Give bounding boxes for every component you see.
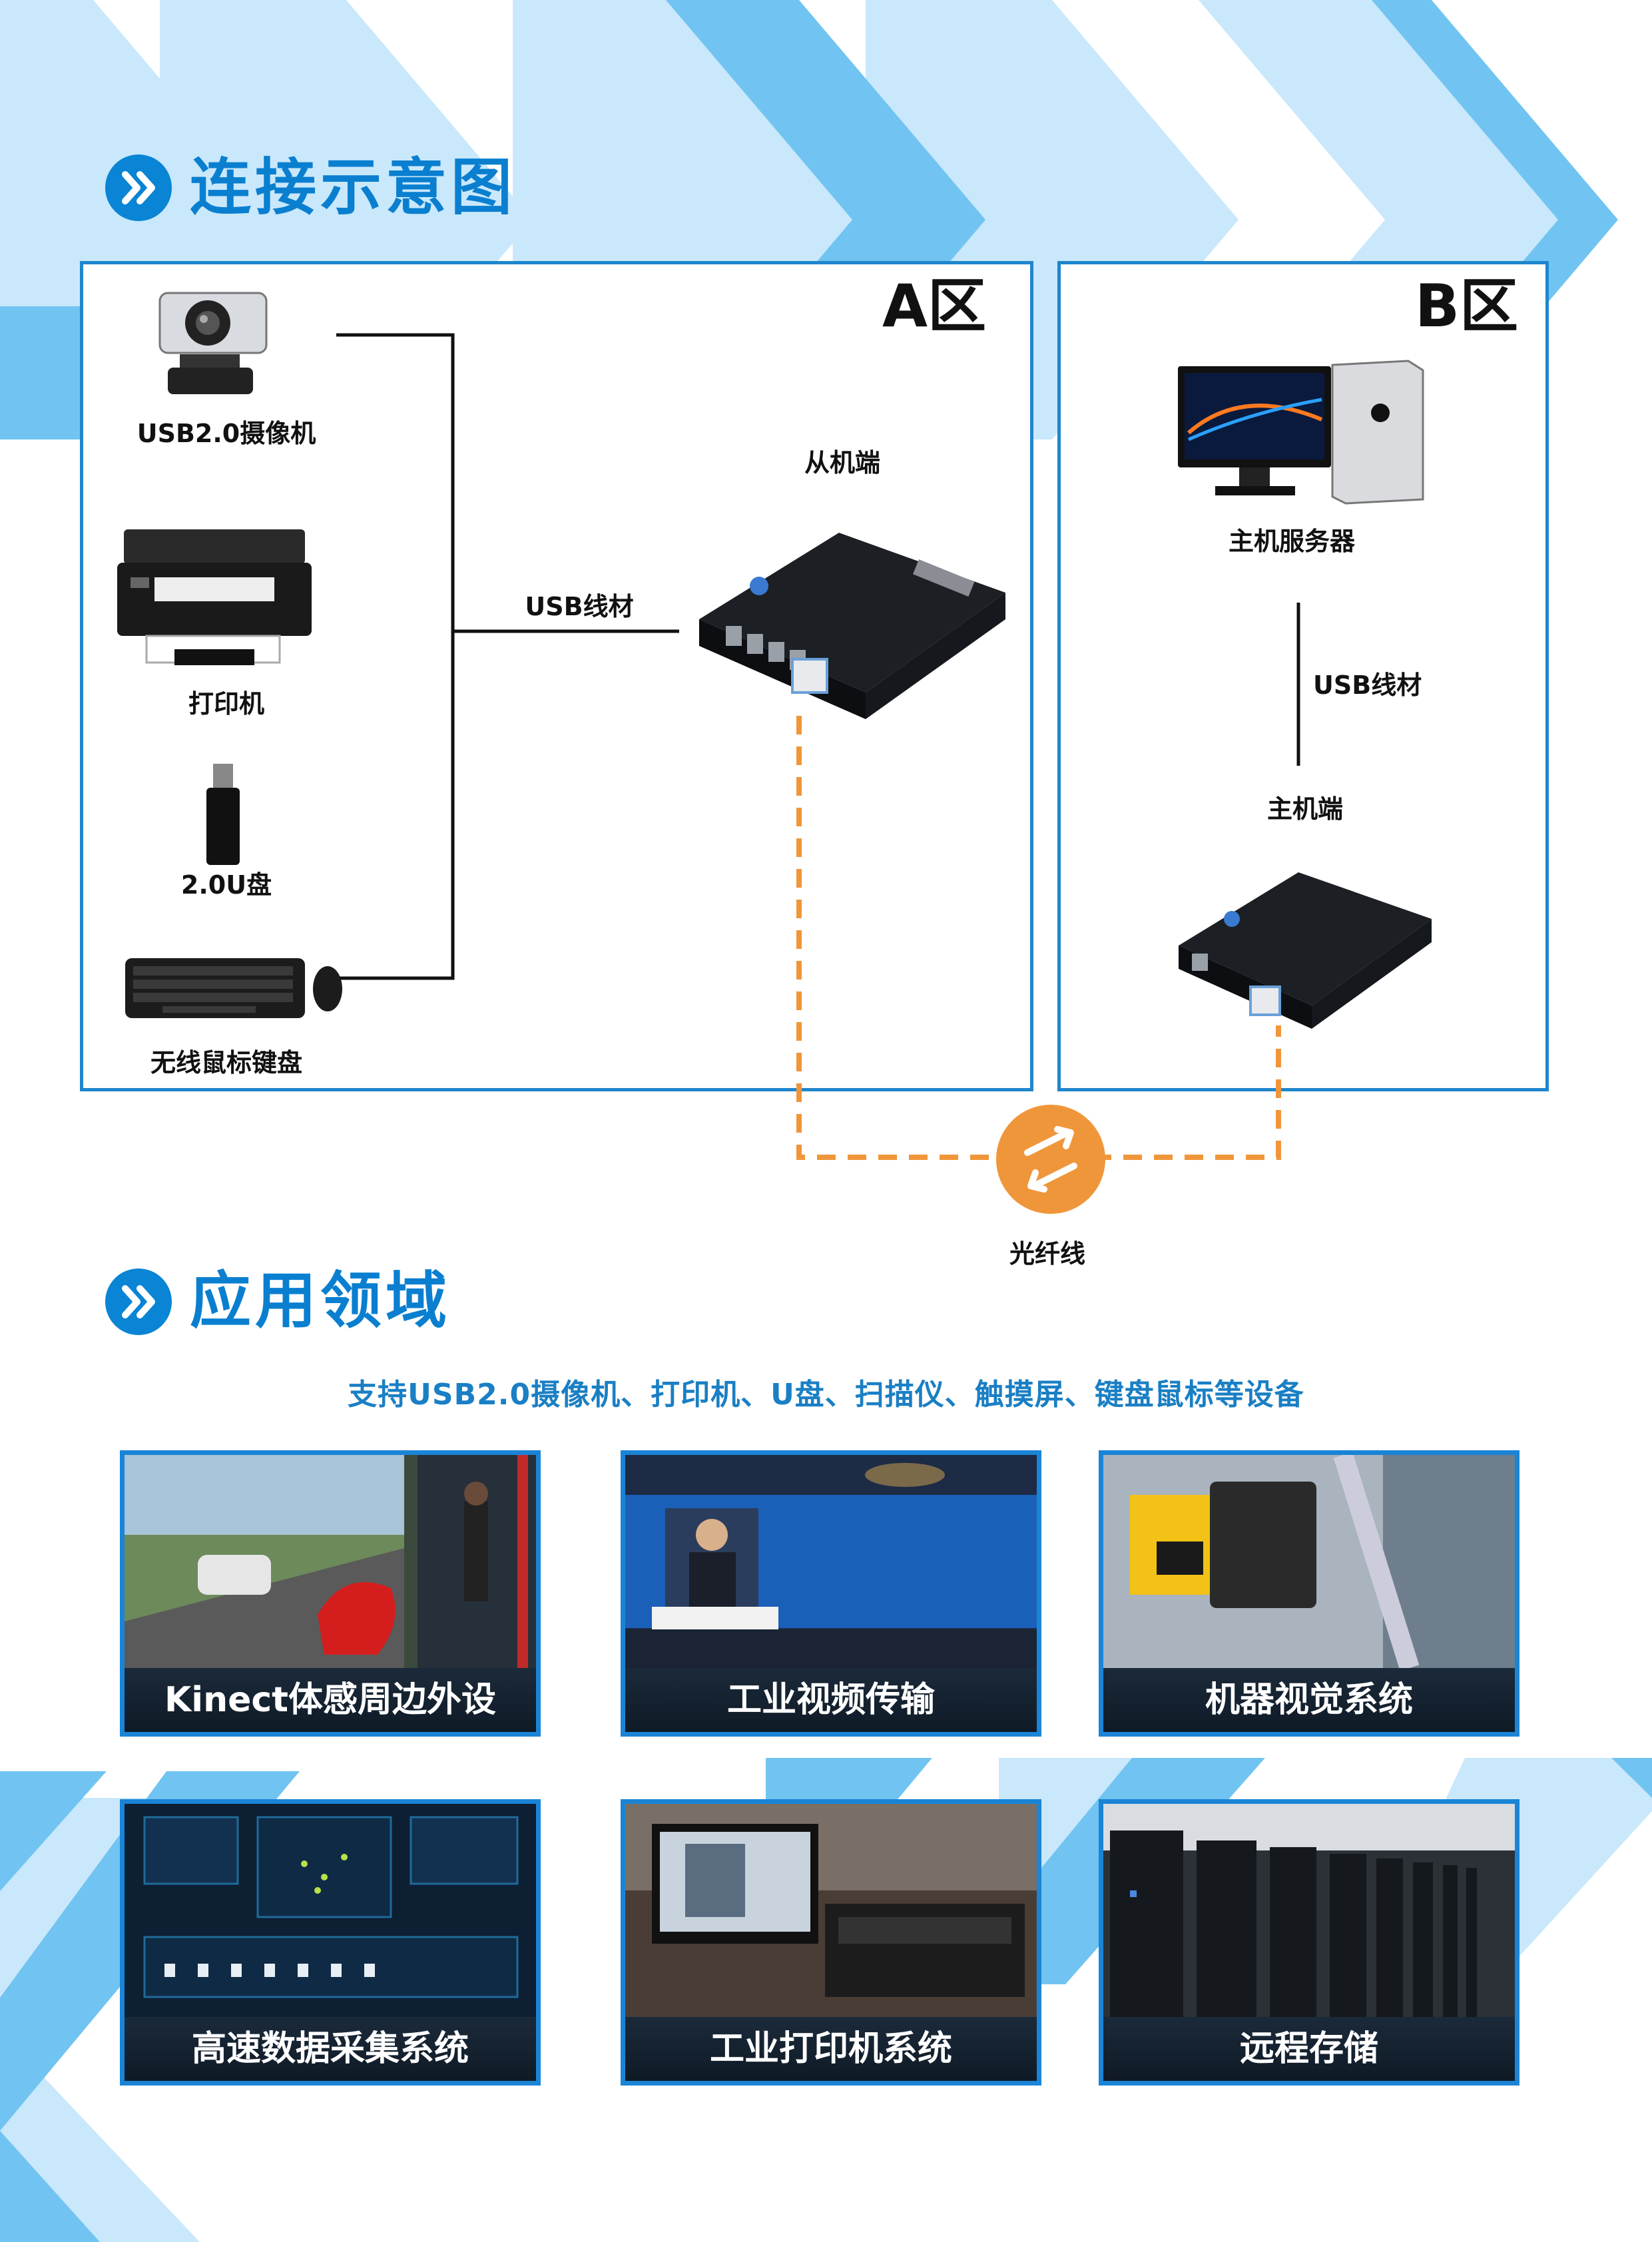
cable-label: USB线材 <box>1313 671 1422 700</box>
application-card: 工业打印机系统 <box>621 1799 1041 2086</box>
printer-icon <box>117 529 312 665</box>
device-label: 打印机 <box>188 689 264 718</box>
double-chevron-icon <box>105 1268 172 1335</box>
server-label: 主机服务器 <box>1228 527 1355 556</box>
application-card: 工业视频传输 <box>621 1450 1041 1737</box>
industrial-video-scene-image <box>625 1455 1037 1668</box>
application-caption: 远程存储 <box>1103 2017 1515 2081</box>
remote-storage-scene-image <box>1103 1804 1515 2017</box>
keyboard-mouse-icon <box>125 958 342 1018</box>
section-title-application: 应用领域 <box>190 1265 451 1336</box>
application-card: 远程存储 <box>1099 1799 1519 2086</box>
device-label: 无线鼠标键盘 <box>150 1048 302 1077</box>
slave-unit-label: 从机端 <box>804 448 880 477</box>
fiber-label: 光纤线 <box>1009 1239 1086 1268</box>
application-card: 高速数据采集系统 <box>120 1799 541 2086</box>
fiber-extender-slave <box>699 533 1005 719</box>
application-caption: Kinect体感周边外设 <box>125 1668 536 1732</box>
fiber-swap-icon <box>996 1105 1105 1214</box>
host-unit-label: 主机端 <box>1266 794 1343 824</box>
webcam-icon <box>158 292 268 394</box>
kinect-scene-image <box>125 1455 536 1668</box>
application-caption: 工业打印机系统 <box>625 2017 1037 2081</box>
application-card: 机器视觉系统 <box>1099 1450 1519 1737</box>
application-caption: 高速数据采集系统 <box>125 2017 536 2081</box>
zone-a-label: A区 <box>882 272 987 340</box>
machine-vision-scene-image <box>1103 1455 1515 1668</box>
device-label: USB2.0摄像机 <box>137 419 316 448</box>
application-caption: 机器视觉系统 <box>1103 1668 1515 1732</box>
industrial-printer-scene-image <box>625 1804 1037 2017</box>
double-chevron-icon <box>105 154 172 221</box>
usb-drive-icon <box>206 764 240 865</box>
zone-b-label: B区 <box>1415 272 1519 340</box>
section-title-connection: 连接示意图 <box>190 152 517 223</box>
server-pc-icon <box>1178 360 1424 505</box>
data-acquisition-scene-image <box>125 1804 536 2017</box>
application-caption: 工业视频传输 <box>625 1668 1037 1732</box>
cable-label: USB线材 <box>525 592 634 621</box>
application-subtitle: 支持USB2.0摄像机、打印机、U盘、扫描仪、触摸屏、键盘鼠标等设备 <box>348 1378 1304 1412</box>
fiber-extender-host <box>1179 872 1432 1029</box>
device-label: 2.0U盘 <box>180 870 272 900</box>
application-card: Kinect体感周边外设 <box>120 1450 541 1737</box>
